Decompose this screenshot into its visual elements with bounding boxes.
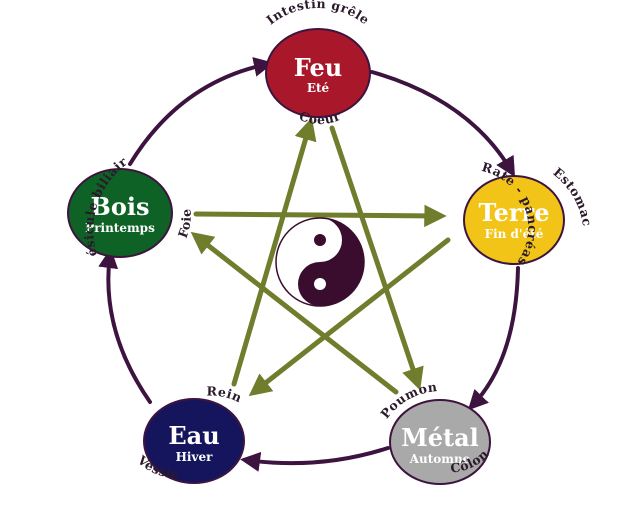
node-bois: Bois Printemps	[67, 168, 173, 258]
cycle-arrow-eau-bois	[98, 248, 152, 404]
node-terre-season: Fin d'été	[485, 227, 544, 241]
star-arrow-metal-bois	[190, 231, 399, 395]
node-terre-name: Terre	[479, 198, 550, 227]
node-eau-name: Eau	[168, 421, 219, 450]
cycle-arrows	[98, 57, 520, 472]
node-feu-season: Eté	[307, 81, 330, 95]
label-coeur: Coeur	[297, 108, 342, 127]
star-arrow-terre-eau	[248, 237, 451, 397]
yin-yang-icon	[275, 217, 365, 307]
node-metal-season: Automne	[409, 452, 471, 466]
star-arrow-eau-feu	[231, 117, 317, 387]
node-eau: Eau Hiver	[143, 398, 245, 484]
node-feu-name: Feu	[294, 53, 342, 82]
node-feu: Feu Eté	[265, 28, 371, 118]
node-bois-season: Printemps	[85, 221, 155, 235]
cycle-arrow-feu-terre	[370, 70, 516, 178]
star-arrow-bois-terre	[193, 204, 447, 228]
label-foie: Foie	[175, 208, 194, 240]
cycle-arrow-terre-metal	[467, 266, 520, 411]
label-intestin-grele: Intestin grêle	[263, 0, 372, 27]
node-eau-season: Hiver	[176, 450, 214, 464]
node-terre: Terre Fin d'été	[463, 175, 565, 265]
node-metal-name: Métal	[401, 423, 479, 452]
cycle-arrow-metal-eau	[240, 446, 390, 472]
star-arrow-feu-metal	[329, 125, 424, 391]
star-arrows	[190, 117, 451, 397]
cycle-arrow-bois-feu	[128, 57, 274, 166]
node-metal: Métal Automne	[389, 399, 491, 485]
node-bois-name: Bois	[91, 192, 150, 221]
